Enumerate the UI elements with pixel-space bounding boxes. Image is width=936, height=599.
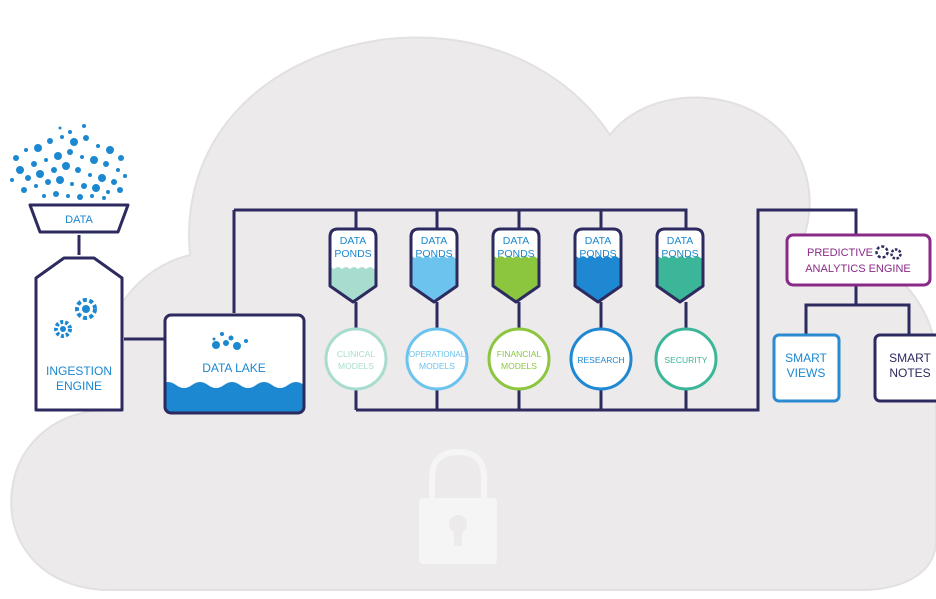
data-particle xyxy=(96,144,100,148)
data-label: DATA xyxy=(65,214,93,226)
pond-label: PONDS xyxy=(579,248,616,260)
data-particle xyxy=(117,187,123,193)
pond-label: DATA xyxy=(421,235,447,247)
model-circle xyxy=(487,327,551,391)
smart-views-label-1: SMART xyxy=(785,351,827,365)
data-particle xyxy=(70,138,78,146)
pond-label: DATA xyxy=(585,235,611,247)
pond-label: DATA xyxy=(340,235,366,247)
data-particle xyxy=(106,190,110,194)
data-particle xyxy=(98,174,106,182)
predictive-analytics-engine: PREDICTIVE ANALYTICS ENGINE xyxy=(785,233,932,287)
data-particle xyxy=(58,126,62,130)
data-particle xyxy=(34,184,38,188)
model-label: MODELS xyxy=(338,361,374,371)
data-particle xyxy=(102,196,106,200)
data-particle xyxy=(16,166,24,174)
lake-water xyxy=(165,382,304,413)
data-particle xyxy=(66,194,70,198)
data-particle xyxy=(68,130,72,134)
data-particle xyxy=(82,124,86,128)
data-particle xyxy=(77,194,83,200)
ingestion-engine-label-2: ENGINE xyxy=(56,379,102,393)
model-circle xyxy=(569,327,633,391)
data-particle xyxy=(116,168,120,172)
data-particle xyxy=(47,138,53,144)
model-circle xyxy=(405,327,469,391)
model-circle xyxy=(654,327,718,391)
model-label: MODELS xyxy=(501,361,537,371)
smart-notes-label-2: NOTES xyxy=(889,366,930,380)
model-label: MODELS xyxy=(419,361,455,371)
data-particle xyxy=(24,148,28,152)
data-particle xyxy=(67,149,73,155)
pond-label: PONDS xyxy=(415,248,452,260)
data-particle xyxy=(54,152,62,160)
data-particle xyxy=(81,183,87,189)
data-particle xyxy=(51,167,57,173)
data-funnel: DATA xyxy=(28,203,130,234)
lock-icon xyxy=(419,448,497,564)
data-particle xyxy=(31,161,37,167)
data-particle xyxy=(90,194,94,198)
data-particle xyxy=(83,135,89,141)
data-particle xyxy=(60,135,64,139)
data-particle xyxy=(56,176,64,184)
pond-label: DATA xyxy=(667,235,693,247)
data-particle xyxy=(80,155,84,159)
model-label: RESEARCH xyxy=(577,355,624,365)
data-ponds-group: DATAPONDSCLINICALMODELSDATAPONDSOPERATIO… xyxy=(324,227,718,391)
connector-lines xyxy=(77,208,911,412)
data-particle xyxy=(106,146,114,154)
data-lake: DATA LAKE xyxy=(163,313,306,415)
data-particle xyxy=(53,191,59,197)
data-particle xyxy=(111,179,117,185)
pond-label: PONDS xyxy=(661,248,698,260)
data-particle xyxy=(25,175,31,181)
model-circle xyxy=(324,327,388,391)
lake-bubbles xyxy=(212,332,248,350)
pond-label: DATA xyxy=(503,235,529,247)
smart-views-label-2: VIEWS xyxy=(787,366,826,380)
data-particle xyxy=(88,173,92,177)
data-particle xyxy=(42,194,46,198)
model-label: SECURITY xyxy=(665,355,708,365)
data-particle xyxy=(70,182,74,186)
data-particle xyxy=(62,162,70,170)
smart-notes: SMART NOTES xyxy=(873,333,936,403)
data-particle xyxy=(90,156,98,164)
model-label: OPERATIONAL xyxy=(409,350,466,359)
data-particle xyxy=(123,174,127,178)
ingestion-engine: INGESTION ENGINE xyxy=(34,256,124,412)
data-particle xyxy=(45,179,51,185)
data-particle xyxy=(36,170,44,178)
gears-icon xyxy=(875,245,902,260)
pond-label: PONDS xyxy=(497,248,534,260)
predictive-label-2: ANALYTICS ENGINE xyxy=(805,263,911,275)
smart-notes-label-1: SMART xyxy=(889,351,931,365)
data-particles xyxy=(10,124,127,200)
data-particle xyxy=(10,178,14,182)
data-particle xyxy=(13,155,19,161)
data-particle xyxy=(75,167,81,173)
model-label: CLINICAL xyxy=(337,349,376,359)
data-particle xyxy=(92,184,100,192)
model-label: FINANCIAL xyxy=(497,349,542,359)
data-particle xyxy=(118,155,124,161)
data-particle xyxy=(21,187,27,193)
ingestion-engine-label-1: INGESTION xyxy=(46,364,112,378)
gears-icon xyxy=(54,298,97,338)
data-particle xyxy=(103,161,109,167)
data-particle xyxy=(34,144,42,152)
pond-label: PONDS xyxy=(334,248,371,260)
data-lake-label: DATA LAKE xyxy=(202,361,266,375)
data-particle xyxy=(44,158,48,162)
smart-views: SMART VIEWS xyxy=(772,333,841,403)
predictive-label-1: PREDICTIVE xyxy=(807,247,873,259)
